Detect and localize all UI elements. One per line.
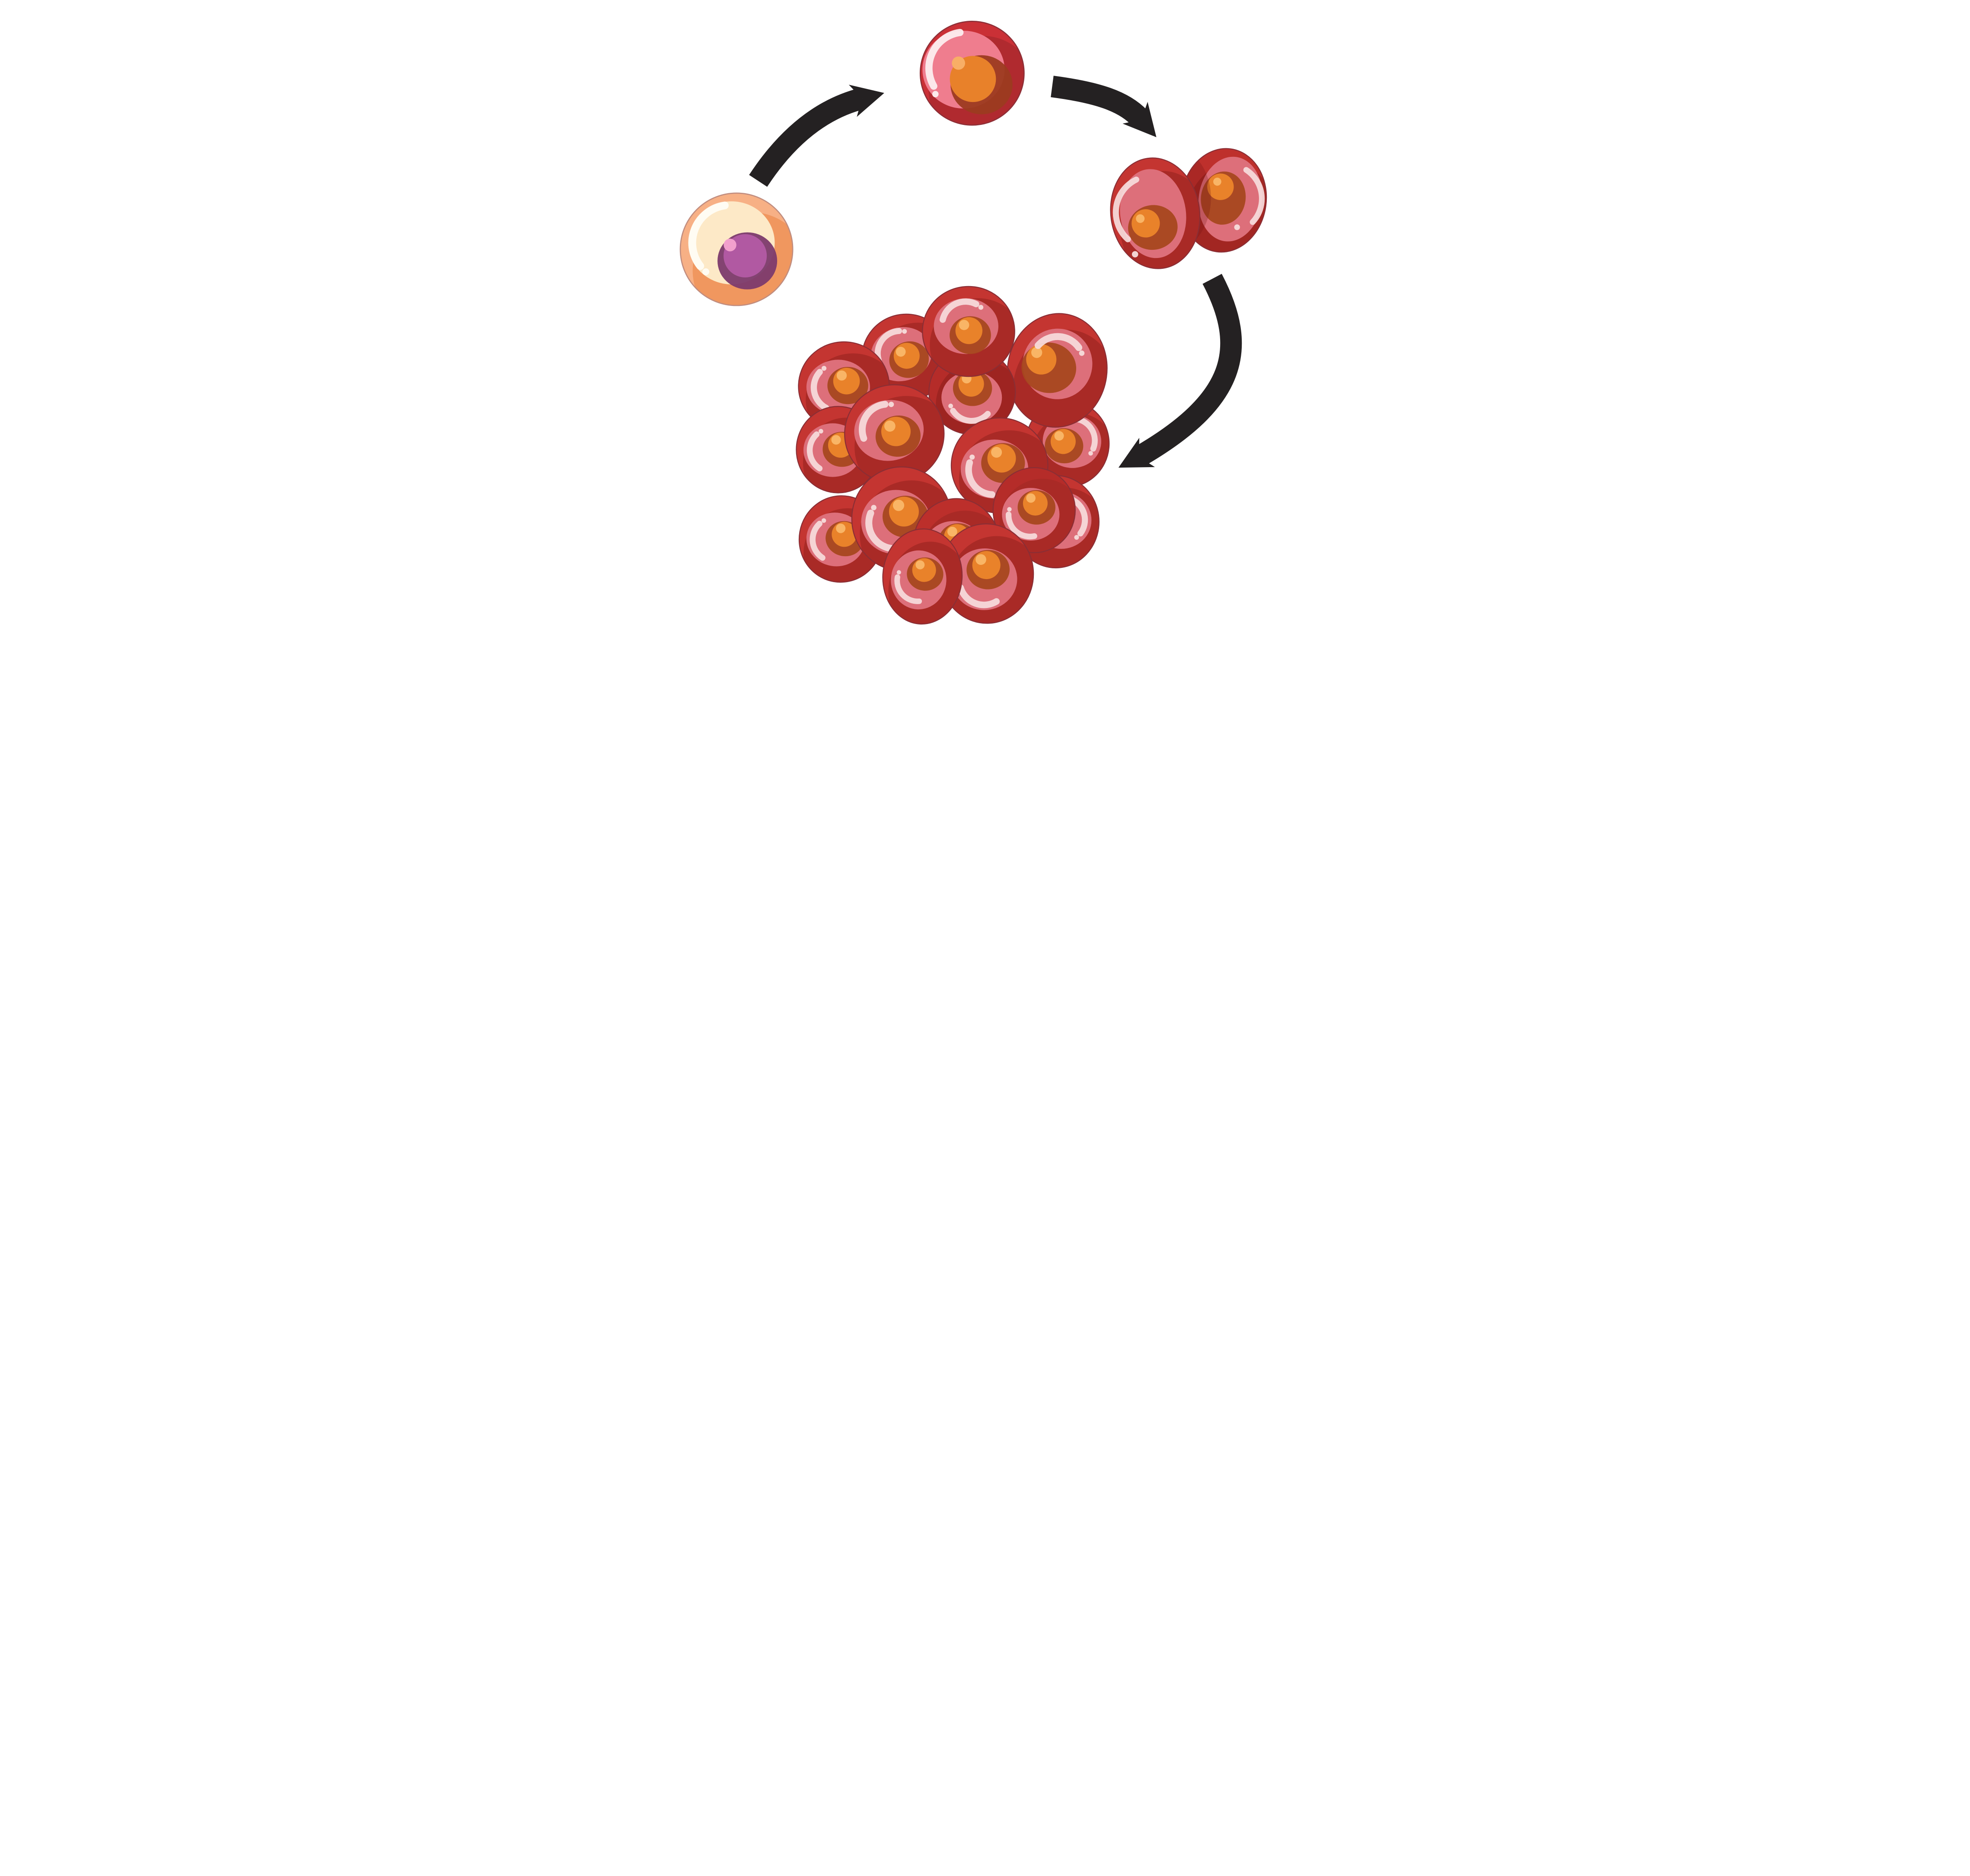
gloss-highlight <box>1005 511 1037 540</box>
stage-transformed-cell <box>919 21 1025 126</box>
gloss-highlight <box>688 201 729 270</box>
gloss-highlight <box>950 408 991 424</box>
nucleus-highlight <box>836 523 846 533</box>
gloss-dot <box>1074 535 1079 540</box>
nucleus-highlight <box>991 447 1002 458</box>
gloss-dot <box>819 429 823 434</box>
nucleus-highlight <box>959 320 969 330</box>
normal-cell-body <box>679 192 794 306</box>
cell-nucleus <box>955 317 983 344</box>
nucleus-highlight <box>915 560 925 570</box>
cell-nucleus <box>889 497 919 527</box>
gloss-dot <box>1234 224 1240 230</box>
stage-normal-cell <box>679 192 794 306</box>
cell-outline <box>922 286 1015 377</box>
gloss-highlight <box>965 459 995 498</box>
nucleus-highlight <box>952 56 965 70</box>
gloss-highlight <box>806 431 823 471</box>
stages-layer <box>679 21 1273 626</box>
arrowhead-icon <box>848 85 884 117</box>
cell-development-diagram <box>657 0 1313 626</box>
gloss-dot <box>969 454 975 460</box>
nucleus-highlight <box>836 370 847 381</box>
arrowhead-icon <box>1122 102 1157 137</box>
gloss-dot <box>702 268 710 275</box>
gloss-highlight <box>1243 167 1265 225</box>
stage-tumor-cell-cluster <box>796 286 1115 626</box>
gloss-dot <box>871 505 877 510</box>
nucleus-highlight <box>724 239 736 252</box>
nucleus-highlight <box>884 420 896 432</box>
gloss-highlight <box>858 401 889 442</box>
gloss-dot <box>821 518 826 523</box>
gloss-highlight <box>957 584 1000 608</box>
arrow-transformed-to-dividing <box>1051 76 1157 137</box>
gloss-highlight <box>894 574 922 604</box>
stage-dividing-cells <box>1110 143 1273 274</box>
nucleus-highlight <box>896 347 906 357</box>
gloss-highlight <box>1068 496 1088 537</box>
arrow-shaft <box>1051 76 1150 127</box>
cell-outline <box>919 21 1025 126</box>
nucleus-highlight <box>947 526 957 537</box>
cell-outline <box>992 467 1076 554</box>
diagram-canvas <box>657 0 1313 626</box>
cell-nucleus <box>987 444 1016 473</box>
arrow-normal-to-transformed <box>749 85 884 187</box>
arrows-layer <box>749 76 1242 468</box>
nucleus-highlight <box>1136 214 1145 223</box>
gloss-dot <box>821 366 827 371</box>
gloss-highlight <box>810 521 826 561</box>
nucleus-highlight <box>893 500 905 511</box>
gloss-dot <box>978 305 984 310</box>
gloss-dot <box>948 403 953 408</box>
gloss-dot <box>1088 451 1093 456</box>
arrow-shaft <box>749 88 865 187</box>
nucleus-highlight <box>831 435 841 445</box>
gloss-highlight <box>1073 416 1098 452</box>
arrow-dividing-to-cluster <box>1118 274 1242 468</box>
cell-nucleus <box>833 368 860 395</box>
cell-outline <box>679 192 794 306</box>
gloss-dot <box>1007 507 1012 512</box>
gloss-highlight <box>939 298 979 323</box>
gloss-highlight <box>1113 176 1139 242</box>
gloss-dot <box>888 401 894 408</box>
nucleus-highlight <box>1026 493 1036 503</box>
gloss-highlight <box>925 29 964 90</box>
gloss-dot <box>1079 350 1085 356</box>
gloss-highlight <box>865 510 895 552</box>
arrowhead-icon <box>1118 438 1155 468</box>
nucleus-highlight <box>1054 431 1064 441</box>
gloss-highlight <box>810 369 829 411</box>
cancer-cell-body <box>919 21 1025 126</box>
gloss-highlight <box>1034 333 1083 351</box>
nucleus-highlight <box>1031 347 1042 358</box>
cell-nucleus <box>1023 490 1048 516</box>
arrow-shaft <box>1133 274 1242 466</box>
gloss-dot <box>896 570 901 575</box>
gloss-dot <box>1132 251 1138 258</box>
cell-outline <box>1110 157 1201 269</box>
nucleus-highlight <box>975 554 986 565</box>
nucleus-highlight <box>1213 178 1221 186</box>
gloss-highlight <box>874 328 902 363</box>
cell-outline <box>882 528 963 625</box>
cell-outline <box>1007 313 1108 428</box>
gloss-dot <box>932 91 939 98</box>
gloss-dot <box>902 329 907 334</box>
